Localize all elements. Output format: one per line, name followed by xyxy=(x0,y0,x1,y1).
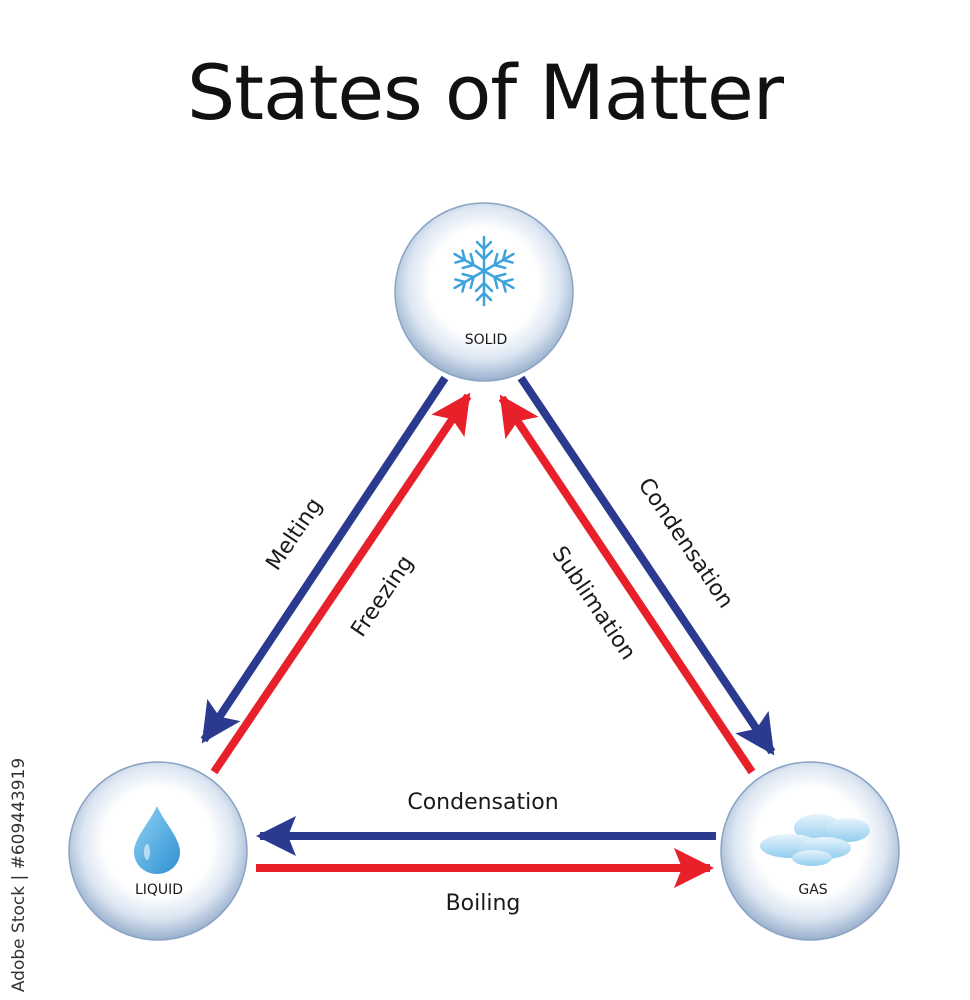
gas-state: GAS xyxy=(720,761,900,941)
cloud-icon xyxy=(760,814,870,866)
sublimation-label: Sublimation xyxy=(546,542,640,665)
solid-state: SOLID xyxy=(394,202,574,382)
boiling-label: Boiling xyxy=(446,891,521,916)
freezing-arrow xyxy=(210,392,472,775)
solid-label: SOLID xyxy=(465,332,508,348)
snowflake-icon xyxy=(449,235,519,307)
gas-label: GAS xyxy=(798,882,827,898)
deposition-arrow xyxy=(517,375,776,756)
condensation-label: Condensation xyxy=(407,790,558,815)
page-title: States of Matter xyxy=(186,48,784,137)
deposition-label: Condensation xyxy=(633,474,738,613)
sublimation-arrow xyxy=(498,394,756,775)
liquid-label: LIQUID xyxy=(135,882,183,898)
transition-arrows xyxy=(200,375,776,888)
stock-watermark: Adobe Stock | #609443919 xyxy=(8,757,30,993)
melting-arrow xyxy=(200,375,449,744)
liquid-state: LIQUID xyxy=(68,761,248,941)
watermark-text: Adobe Stock | #609443919 xyxy=(9,757,29,993)
